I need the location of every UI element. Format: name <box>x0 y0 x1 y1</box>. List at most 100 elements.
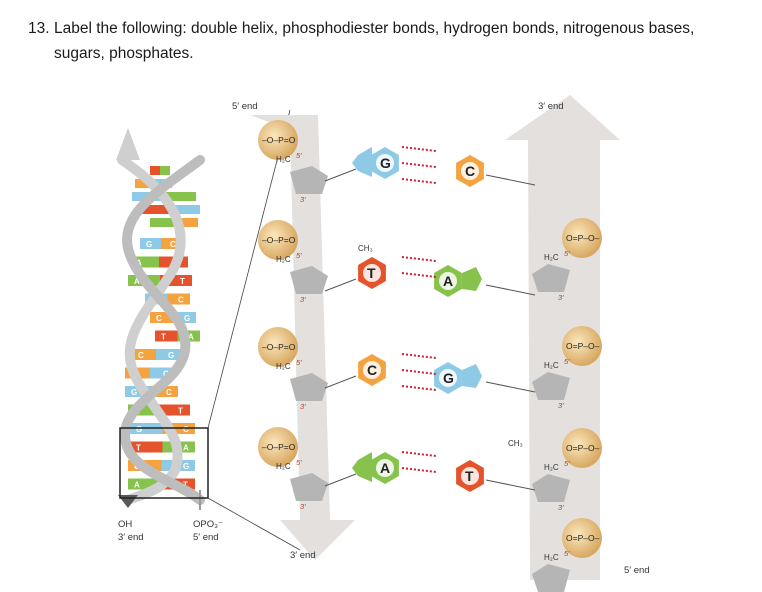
helix-base-letter: C <box>166 388 172 397</box>
left-strand-3-end: 3′ end <box>290 550 316 561</box>
sugar-5-prime-label: 5′ <box>296 151 302 160</box>
sugar-5-prime-label: 5′ <box>296 358 302 367</box>
glycosidic-bond <box>324 168 357 182</box>
helix-base-letter: C <box>138 351 144 360</box>
helix-base-letter: A <box>188 333 194 342</box>
sugar-ch2-label: H₂C <box>276 462 291 471</box>
helix-base-g <box>156 349 180 360</box>
base-letter-bg <box>376 459 394 477</box>
sugar-ch2-label: H₂C <box>544 463 559 472</box>
helix-base-segment <box>160 166 170 175</box>
sugar-5-prime-label: 5′ <box>564 549 570 558</box>
sugar-ch2-label: H₂C <box>276 255 291 264</box>
base-letter-a: A <box>380 460 390 476</box>
base-a-ring-2 <box>352 452 372 482</box>
deoxyribose-sugar <box>532 474 570 502</box>
thymine-methyl-label: CH₃ <box>358 244 373 253</box>
sugar-ch2-label: H₂C <box>544 553 559 562</box>
phosphate-group <box>562 218 602 258</box>
helix-base-c <box>161 238 182 249</box>
helix-base-t <box>159 404 190 416</box>
helix-top-arrow <box>116 128 140 160</box>
hydrogen-bond <box>401 385 437 391</box>
base-letter-t: T <box>465 468 474 484</box>
helix-base-letter: G <box>131 388 137 397</box>
helix-base-segment <box>164 192 196 201</box>
helix-base-t <box>130 441 163 453</box>
right-strand-3-end: 3′ end <box>538 101 564 112</box>
helix-base-letter: A <box>134 277 140 286</box>
sugar-5-prime-label: 5′ <box>564 459 570 468</box>
hydrogen-bond <box>401 353 437 359</box>
hydrogen-bond <box>401 162 437 168</box>
left-strand-band <box>250 115 355 560</box>
sugar-3-prime-label: 3′ <box>300 502 306 511</box>
hydrogen-bond <box>401 467 437 473</box>
helix-base-letter: C <box>183 425 189 434</box>
sugar-ch2-label: H₂C <box>544 361 559 370</box>
glycosidic-bond <box>324 375 357 389</box>
thymine-methyl-label: CH₃ <box>508 439 523 448</box>
deoxyribose-sugar <box>290 166 328 194</box>
hydrogen-bond <box>401 178 437 184</box>
helix-backbone-strand-2 <box>119 155 205 505</box>
helix-base-g <box>150 367 175 379</box>
base-letter-bg <box>439 272 457 290</box>
helix-base-letter: C <box>178 296 184 305</box>
base-letter-c: C <box>465 163 475 179</box>
deoxyribose-sugar <box>532 264 570 292</box>
sugar-3-prime-label: 3′ <box>558 293 564 302</box>
sugar-ch2-label: H₂C <box>544 253 559 262</box>
glycosidic-bond <box>324 473 357 487</box>
helix-base-letter: T <box>136 444 141 453</box>
phosphate-label: O=P–O– <box>566 443 600 453</box>
helix-base-letter: C <box>170 240 176 249</box>
phosphate-group <box>258 120 298 160</box>
glycosidic-bond <box>485 174 536 186</box>
helix-base-c <box>150 312 173 323</box>
left-strand-5-end: 5′ end <box>232 101 258 112</box>
base-letter-a: A <box>443 273 453 289</box>
sugar-5-prime-label: 5′ <box>564 357 570 366</box>
question-line-1: Label the following: double helix, phosp… <box>54 20 695 37</box>
base-letter-bg <box>461 467 479 485</box>
phosphate-label: –O–P=O <box>262 235 296 245</box>
helix-base-letter: G <box>183 462 189 471</box>
glycosidic-bond <box>485 381 536 393</box>
helix-base-g <box>173 312 196 323</box>
phosphate-group <box>258 220 298 260</box>
base-letter-g: G <box>380 155 391 171</box>
helix-base-t <box>160 275 192 286</box>
helix-base-letter: G <box>136 425 142 434</box>
helix-base-letter: C <box>156 314 162 323</box>
helix-base-segment <box>135 179 154 188</box>
base-letter-bg <box>363 361 381 379</box>
sugar-5-prime-label: 5′ <box>296 458 302 467</box>
glycosidic-bond <box>324 278 357 292</box>
helix-base-a <box>128 478 162 490</box>
base-letter-bg <box>439 369 457 387</box>
helix-base-segment <box>170 205 200 214</box>
base-letter-bg <box>376 154 394 172</box>
sugar-5-prime-label: 5′ <box>564 249 570 258</box>
glycosidic-bond <box>485 479 536 491</box>
helix-base-a <box>128 404 159 416</box>
helix-base-letter: G <box>146 240 152 249</box>
helix-base-t <box>155 330 178 342</box>
sugar-3-prime-label: 3′ <box>300 295 306 304</box>
helix-base-segment <box>150 166 160 175</box>
helix-base-letter: G <box>184 314 190 323</box>
helix-3-end-oh: OH <box>118 519 132 530</box>
phosphate-label: O=P–O– <box>566 533 600 543</box>
helix-3-end-label: 3′ end <box>118 532 144 543</box>
helix-base-letter: A <box>134 481 140 490</box>
helix-base-c <box>167 293 190 305</box>
base-letter-c: C <box>367 362 377 378</box>
phosphate-label: –O–P=O <box>262 135 296 145</box>
phosphate-group <box>562 518 602 558</box>
phosphate-label: –O–P=O <box>262 442 296 452</box>
glycosidic-bond <box>485 284 536 296</box>
base-letter-g: G <box>443 370 454 386</box>
